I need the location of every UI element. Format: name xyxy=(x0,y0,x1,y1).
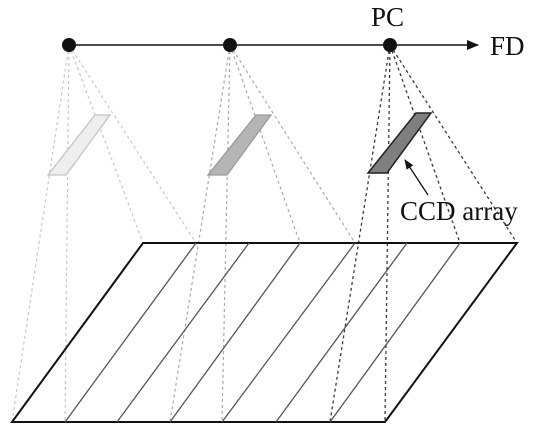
ccd-array-position-1 xyxy=(46,114,112,176)
fd-label: FD xyxy=(490,31,525,61)
ccd-array-position-3 xyxy=(366,112,433,174)
projection-center-1 xyxy=(62,38,76,52)
ccd-array-label: CCD array xyxy=(400,196,518,226)
projection-center-2 xyxy=(223,38,237,52)
rays-position-3 xyxy=(329,44,518,423)
projection-center-3 xyxy=(383,38,397,52)
rays-position-2 xyxy=(169,44,356,423)
ground-strip-line xyxy=(64,242,197,423)
ground-strip-line xyxy=(116,242,250,423)
ccd-array-position-2 xyxy=(206,114,273,176)
ground-strip-line xyxy=(221,242,356,423)
ccd-pointer-arrow xyxy=(404,159,429,196)
pc-label: PC xyxy=(371,2,404,32)
ground-strip-line xyxy=(275,242,408,423)
ground-area xyxy=(10,242,519,423)
rays-position-1 xyxy=(11,44,197,423)
ground-strip-line xyxy=(329,242,461,423)
ground-strip-line xyxy=(169,242,301,423)
